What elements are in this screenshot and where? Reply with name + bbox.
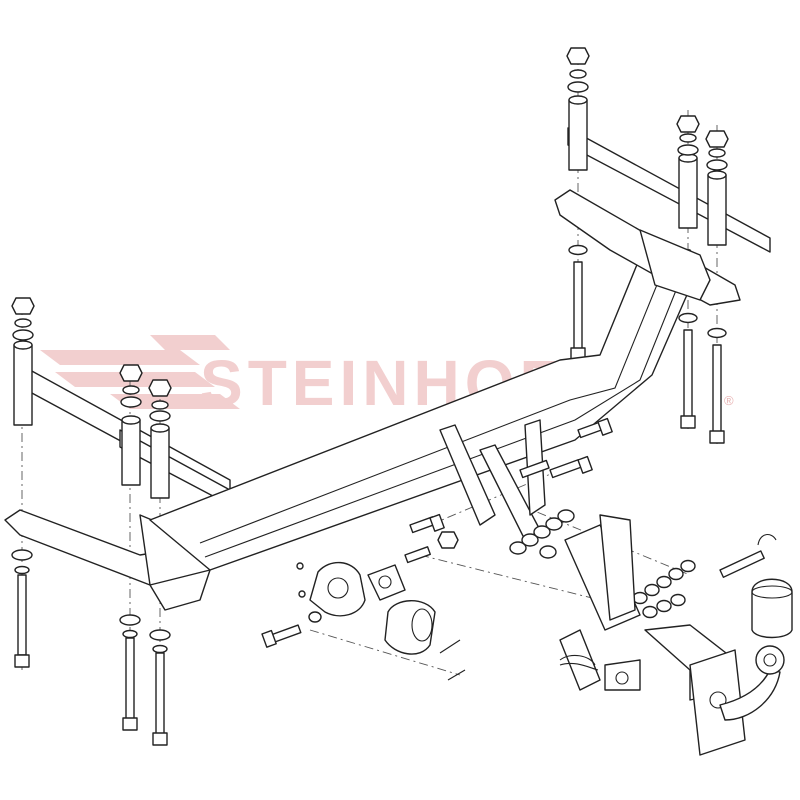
tow-mounting-bracket [559, 514, 641, 691]
electrical-socket [367, 564, 406, 601]
mid-bolt-3 [519, 459, 550, 479]
left-bolt-2 [119, 614, 141, 731]
hitch-pin-clip [559, 654, 599, 671]
right-bolt-3 [707, 327, 727, 444]
washer-cluster-right [632, 559, 696, 619]
main-crossbar [4, 189, 741, 611]
left-bolt-1 [11, 549, 33, 668]
washer-cluster-center [509, 509, 575, 559]
right-spacer-tube-3 [707, 170, 727, 246]
right-nut-washer-stack-1 [566, 47, 590, 93]
socket-mount-plate [309, 561, 366, 617]
left-spacer-tube-1 [13, 340, 33, 426]
tow-ball-pin [719, 534, 777, 578]
left-bolt-3 [149, 629, 171, 746]
socket-bolt [261, 611, 322, 648]
right-spacer-tube-2 [678, 153, 698, 229]
mid-bolt-4 [409, 513, 445, 534]
registered-mark: ® [724, 393, 734, 408]
left-spacer-tube-3 [150, 423, 170, 499]
left-nut-washer-stack-1 [11, 297, 35, 341]
tow-ball [719, 645, 785, 721]
left-nut-washer-stack-3 [148, 379, 172, 422]
right-bolt-2 [678, 312, 698, 429]
left-nut-washer-stack-2 [119, 364, 143, 408]
mid-nut [437, 531, 459, 549]
mid-bolt-1 [577, 417, 613, 439]
mid-bolt-2 [549, 455, 593, 479]
mid-bolt-set [404, 417, 613, 564]
mid-bolt-5 [404, 546, 431, 564]
socket-cover [384, 600, 436, 655]
steinhof-logo-mark [40, 335, 240, 409]
right-nut-washer-stack-3 [705, 130, 729, 171]
right-nut-washer-stack-2 [676, 115, 700, 156]
tow-ball-cap [751, 578, 793, 639]
socket-screws [296, 562, 466, 681]
right-bolt-1 [568, 244, 588, 361]
right-spacer-tube-1 [568, 95, 588, 171]
left-spacer-tube-2 [121, 415, 141, 486]
tow-ball-plate [689, 649, 746, 756]
